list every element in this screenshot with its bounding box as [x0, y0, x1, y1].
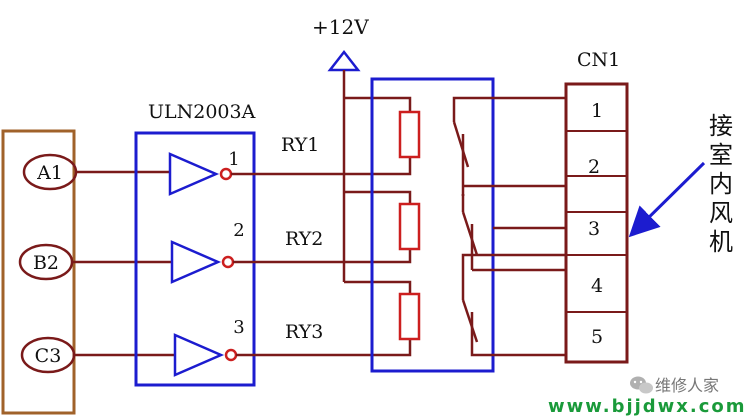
relay-label-ry2: RY2	[285, 228, 323, 250]
input-a1-label: A1	[36, 162, 63, 184]
supply-symbol	[327, 49, 361, 72]
connector-pin-3: 3	[588, 218, 600, 240]
relay-contacts	[452, 96, 566, 357]
driver-pin-2: 2	[233, 220, 244, 241]
relay-coil-2	[398, 202, 421, 251]
input-c3-label: C3	[35, 345, 62, 367]
relay-coil-3	[398, 292, 421, 341]
inverter-2	[170, 240, 235, 284]
input-b2-label: B2	[33, 252, 59, 274]
relay-coil-1	[398, 110, 421, 159]
inverter-3	[173, 333, 238, 377]
annotation-char-3: 内	[709, 170, 733, 198]
annotation-char-4: 风	[709, 199, 733, 227]
driver-pin-3: 3	[233, 317, 244, 338]
inverter-1	[168, 152, 233, 196]
connector-cn1	[564, 82, 629, 364]
connector-pin-2: 2	[588, 156, 600, 178]
annotation-char-5: 机	[709, 228, 733, 256]
driver-output-wires	[231, 157, 412, 357]
relay-block	[370, 77, 495, 373]
connector-pin-4: 4	[591, 275, 603, 297]
watermark-url: www.bjjdwx.com	[548, 396, 747, 417]
supply-label: +12V	[312, 15, 369, 39]
driver-label: ULN2003A	[148, 101, 256, 123]
watermark-brand: 维修人家	[655, 376, 719, 395]
annotation-char-2: 室	[709, 141, 733, 169]
input-connector-box	[1, 129, 76, 415]
watermark: 维修人家 www.bjjdwx.com	[548, 376, 747, 417]
wechat-icon	[630, 376, 653, 394]
annotation-char-1: 接	[709, 112, 733, 140]
driver-pin-1: 1	[228, 149, 239, 170]
input-a1: A1	[22, 153, 78, 191]
connector-label: CN1	[577, 49, 620, 71]
relay-label-ry3: RY3	[285, 321, 323, 343]
annotation-arrow	[628, 161, 706, 238]
connector-pin-5: 5	[591, 326, 603, 348]
relay-label-ry1: RY1	[281, 134, 319, 156]
connector-dividers	[566, 130, 627, 313]
connector-pin-1: 1	[591, 100, 603, 122]
input-c3: C3	[20, 336, 76, 374]
input-wires	[72, 170, 175, 357]
supply-bus	[342, 70, 412, 294]
annotation-text: 接 室 内 风 机	[709, 112, 733, 256]
driver-block	[134, 131, 256, 387]
input-b2: B2	[18, 243, 74, 281]
